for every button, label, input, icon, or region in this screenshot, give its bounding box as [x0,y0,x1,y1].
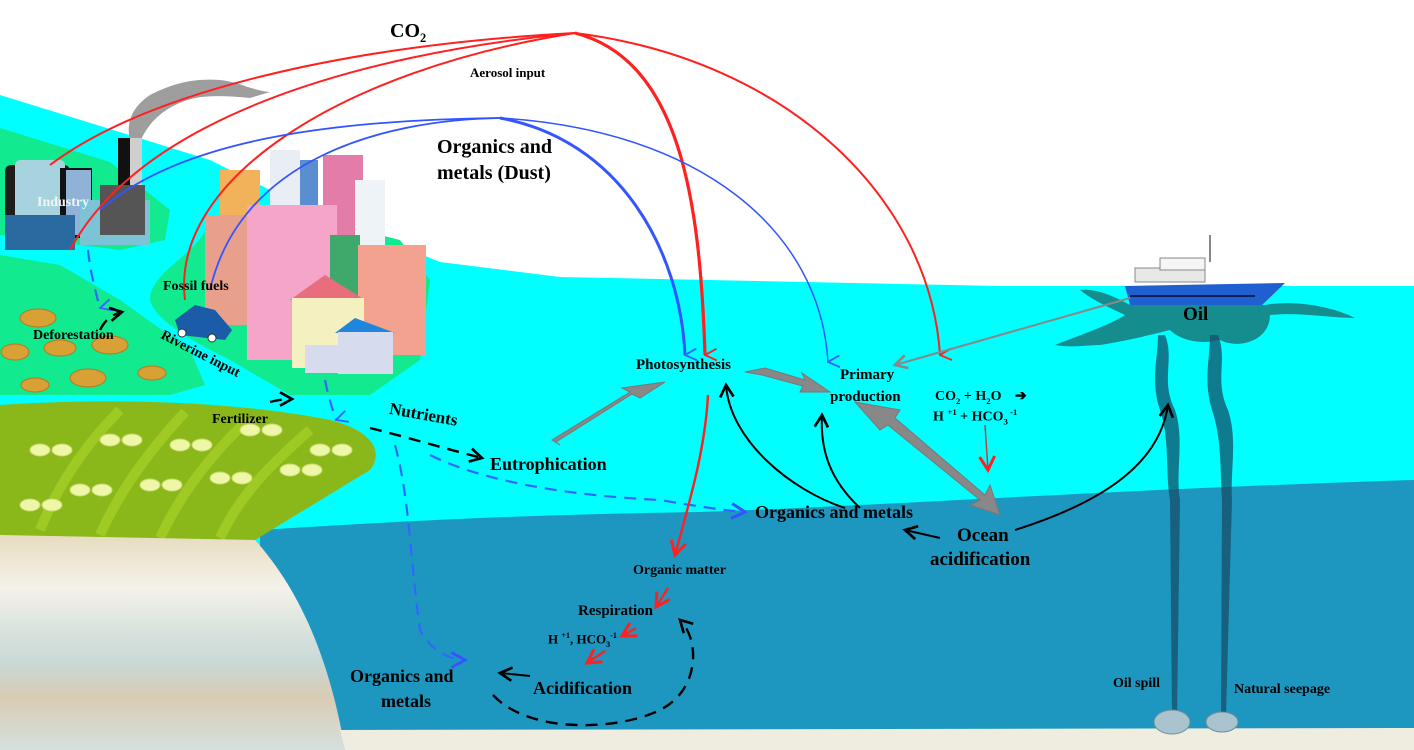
seedlings [19,423,353,512]
crop-stripes [35,406,314,541]
oil-plumes [1154,335,1234,720]
riverine-dashed-arrows [86,249,745,660]
oil-spill-label: Oil spill [1113,676,1161,691]
ocean-acidification-line2: acidification [930,549,1031,570]
industry-label: Industry [37,195,90,210]
natural-seepage-label: Natural seepage [1234,682,1331,697]
smoke-plume [128,79,270,142]
fossil-fuels-label: Fossil fuels [163,279,229,294]
process-arrows [551,367,1001,516]
dashed-black-arrows [98,312,695,727]
ocean-acidification-line1: Ocean [957,525,1009,546]
photosynthesis-label: Photosynthesis [636,357,732,373]
carbonate-reaction-line2: H +1 + HCO3 -1 [933,407,1018,427]
feedback-arrows [500,385,1168,676]
aerosol-input-label: Aerosol input [470,65,546,80]
respiration-arrows [587,394,988,663]
ship-icon [1125,235,1285,305]
oil-label: Oil [1183,304,1209,325]
primary-production-line1: Primary [840,367,895,383]
fertilizer-label: Fertilizer [212,412,268,427]
eutrophication-label: Eutrophication [490,454,607,474]
acidification-label: Acidification [533,678,632,698]
dust-arrows [99,116,828,362]
seep-rocks [1153,709,1239,735]
dust-label-line2: metals (Dust) [437,162,551,184]
city-buildings [205,150,426,374]
carbonate-reaction-line1: CO2 + H2O ➔ [935,389,1027,406]
co2-label: CO2 [390,20,427,45]
sediment-organics-line1: Organics and [350,666,454,686]
tree-stumps [0,308,167,393]
ship-to-primary-arrow [895,297,1131,365]
seabed [340,728,1414,750]
sediment-cliff [0,535,345,750]
deep-water [260,480,1414,750]
reaction-arrow-icon: ➔ [1014,389,1027,404]
oil-slick [1055,289,1355,347]
organic-matter-label: Organic matter [633,563,726,578]
ions-label: H +1, HCO3-1 [548,631,617,649]
industry-buildings [5,138,150,250]
respiration-label: Respiration [578,603,653,619]
deforestation-label: Deforestation [33,328,114,343]
sediment-organics-line2: metals [381,691,431,711]
primary-production-line2: production [830,389,901,405]
organics-metals-label: Organics and metals [755,502,914,522]
car-icon [175,305,232,343]
dust-label-line1: Organics and [437,136,553,158]
